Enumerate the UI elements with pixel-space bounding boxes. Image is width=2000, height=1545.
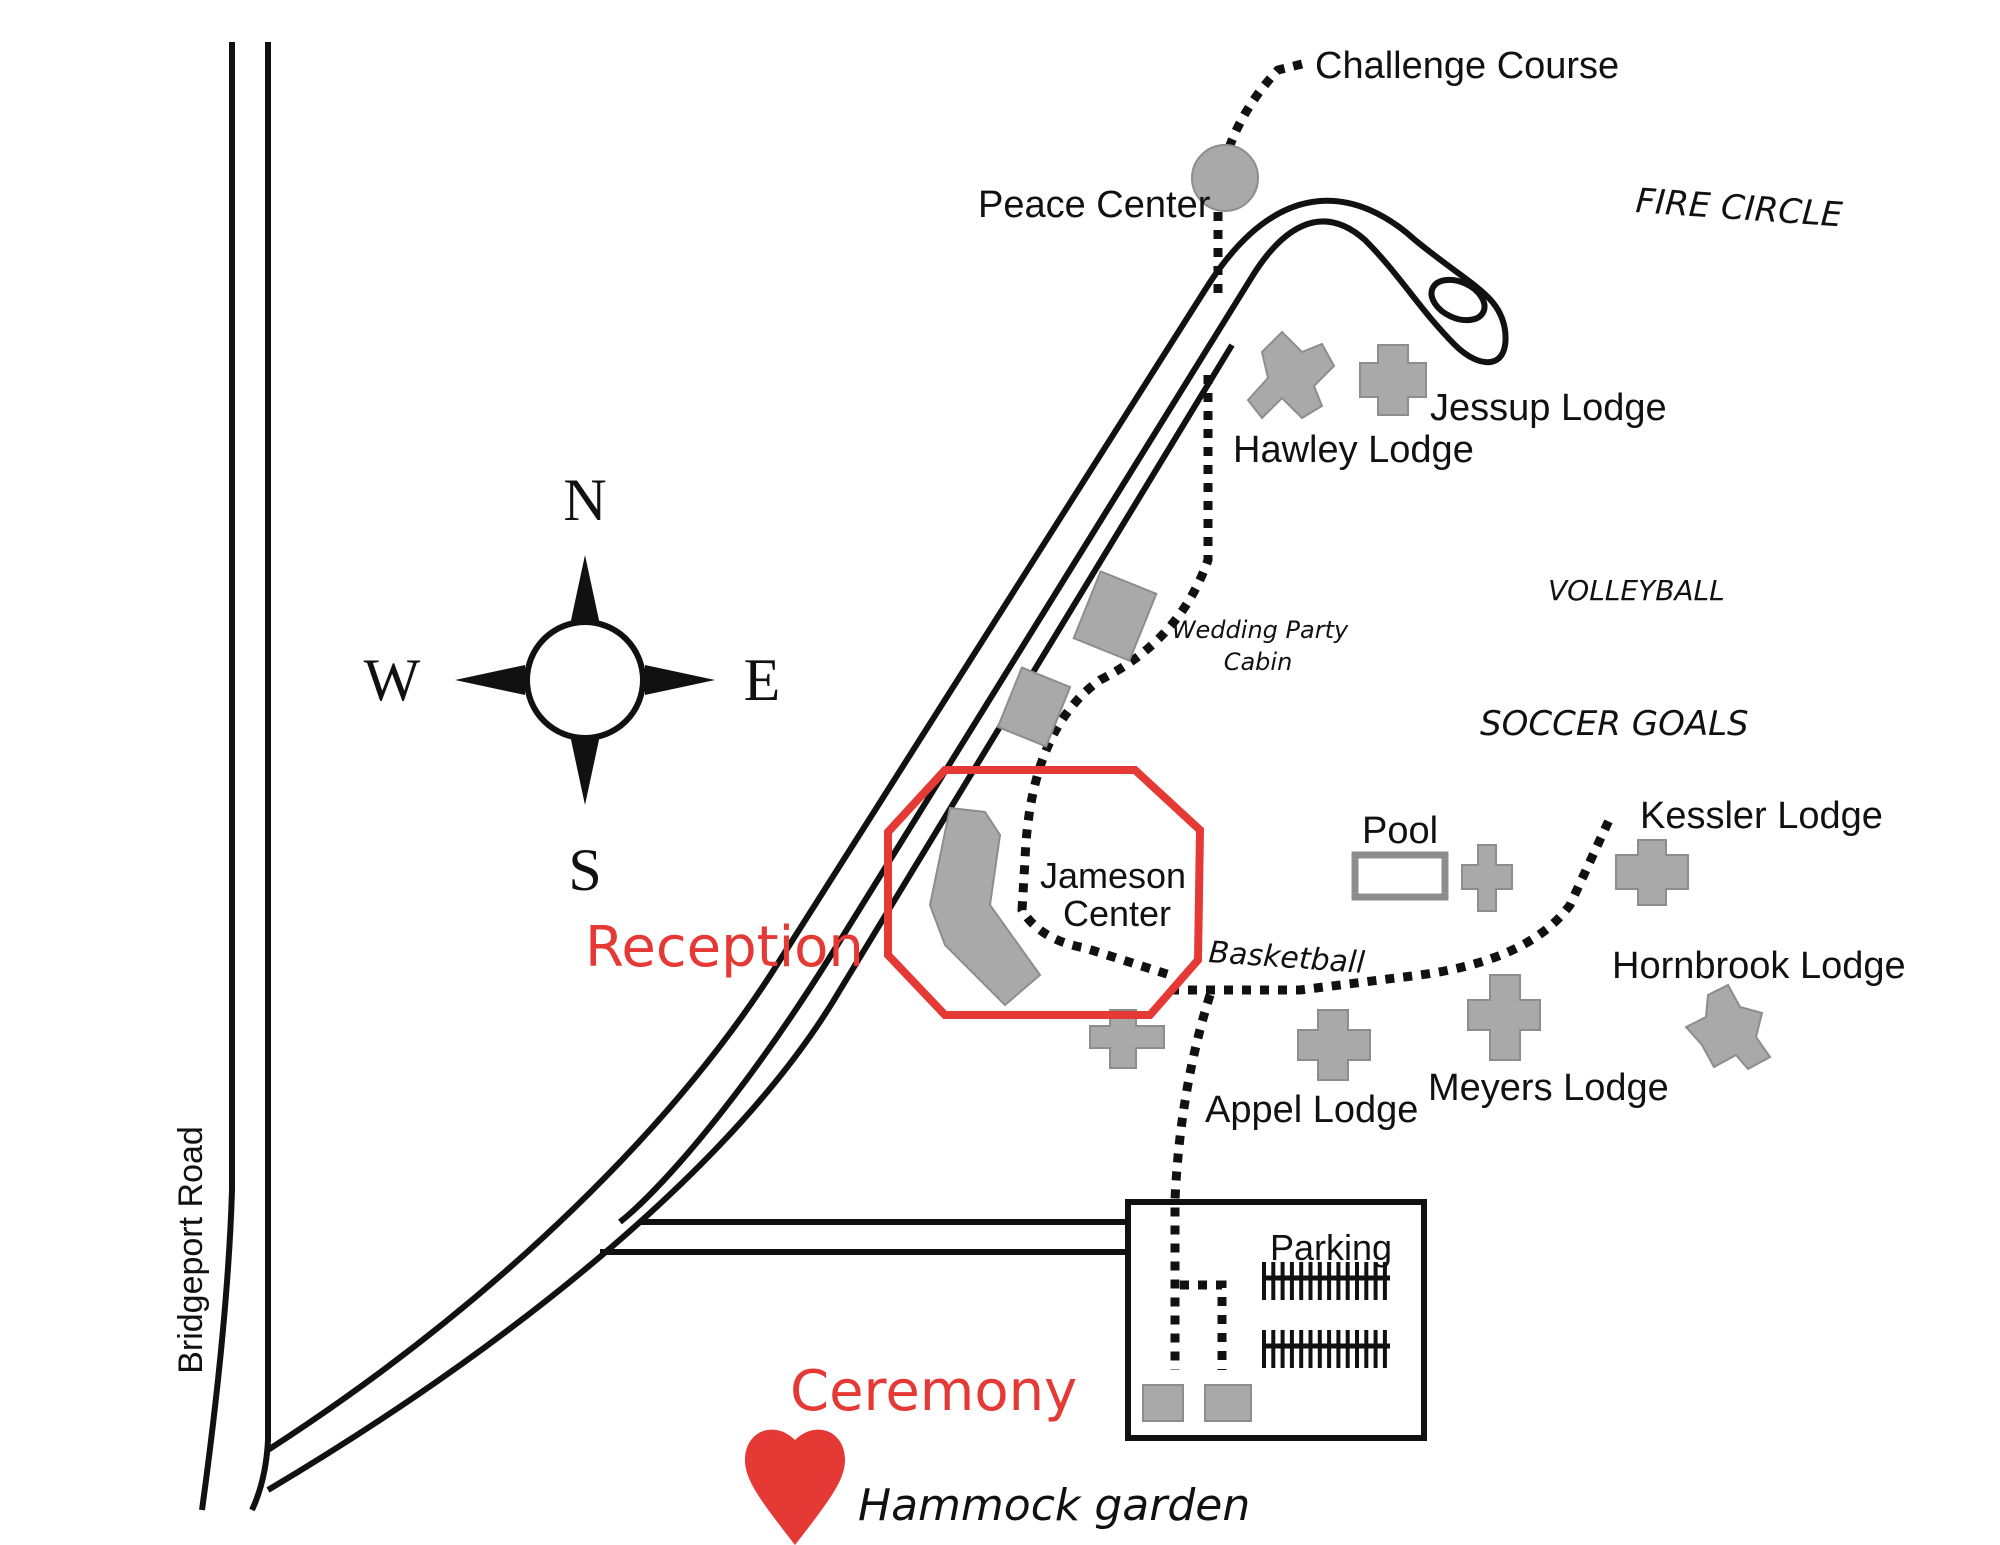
ceremony-label: Ceremony — [790, 1359, 1077, 1424]
compass-north-arrow — [570, 555, 600, 625]
parking-building-2 — [1204, 1384, 1252, 1422]
parking-lot — [1125, 1199, 1427, 1441]
volleyball-label: VOLLEYBALL — [1548, 574, 1725, 607]
pool-house-building — [1461, 844, 1513, 912]
jameson-center-label-line1: Jameson — [1040, 855, 1186, 896]
reception-octagon — [884, 766, 1205, 1019]
compass-east-arrow — [645, 665, 715, 695]
compass-west-arrow — [455, 665, 525, 695]
path-challenge-course — [1220, 59, 1304, 162]
hornbrook-lodge-building — [1684, 983, 1772, 1071]
soccer-goals-label: SOCCER GOALS — [1480, 704, 1749, 744]
appel-lodge-building-small — [1089, 1009, 1165, 1069]
appel-lodge-label: Appel Lodge — [1205, 1089, 1418, 1131]
fire-circle-label: FIRE CIRCLE — [1634, 181, 1844, 235]
cabin-building-2 — [996, 666, 1072, 748]
peace-center-label: Peace Center — [978, 184, 1211, 226]
hawley-lodge-building — [1246, 330, 1336, 420]
parking-building-1 — [1142, 1384, 1184, 1422]
entrance-road-inner — [266, 343, 1235, 1493]
entrance-road-outer — [266, 197, 1509, 1453]
heart-icon — [745, 1429, 845, 1545]
jessup-lodge-label: Jessup Lodge — [1430, 387, 1667, 429]
meyers-lodge-building — [1467, 974, 1541, 1061]
kessler-lodge-building — [1615, 839, 1689, 906]
reception-label: Reception — [585, 915, 864, 980]
path-to-parking — [1170, 993, 1227, 1370]
pool — [1351, 851, 1449, 901]
peace-center-marker — [1191, 144, 1259, 212]
parking-label: Parking — [1270, 1227, 1392, 1268]
compass-circle — [524, 619, 646, 741]
pool-label: Pool — [1362, 810, 1438, 852]
compass-rose: N S W E — [364, 467, 781, 903]
jameson-center-building — [928, 806, 1042, 1007]
jameson-center-label-line2: Center — [1063, 893, 1171, 934]
compass-s-label: S — [568, 837, 601, 903]
wedding-cabin-label-line2: Cabin — [1224, 648, 1293, 676]
compass-w-label: W — [364, 647, 421, 713]
compass-n-label: N — [563, 467, 606, 533]
challenge-course-label: Challenge Course — [1315, 45, 1619, 87]
hammock-garden-label: Hammock garden — [858, 1480, 1250, 1531]
wedding-party-cabin-building — [1072, 570, 1158, 662]
compass-south-arrow — [570, 735, 600, 805]
hawley-lodge-label: Hawley Lodge — [1233, 429, 1474, 471]
bridgeport-road-label: Bridgeport Road — [172, 1126, 210, 1374]
bridgeport-road-east-edge — [249, 42, 271, 1512]
kessler-lodge-label: Kessler Lodge — [1640, 795, 1883, 837]
appel-lodge-building — [1297, 1009, 1371, 1081]
jessup-lodge-building — [1359, 344, 1427, 416]
path-peace-to-jameson — [1017, 212, 1223, 980]
bridgeport-road-west-edge — [199, 42, 235, 1511]
parking-stall-marks — [1262, 1262, 1387, 1368]
wedding-cabin-label-line1: Wedding Party — [1172, 616, 1349, 644]
meyers-lodge-label: Meyers Lodge — [1428, 1067, 1669, 1109]
road-turnaround-loop — [1428, 276, 1488, 324]
hornbrook-lodge-label: Hornbrook Lodge — [1612, 945, 1906, 987]
path-main-east — [1170, 816, 1615, 995]
compass-e-label: E — [744, 647, 781, 713]
basketball-label: Basketball — [1207, 935, 1366, 981]
